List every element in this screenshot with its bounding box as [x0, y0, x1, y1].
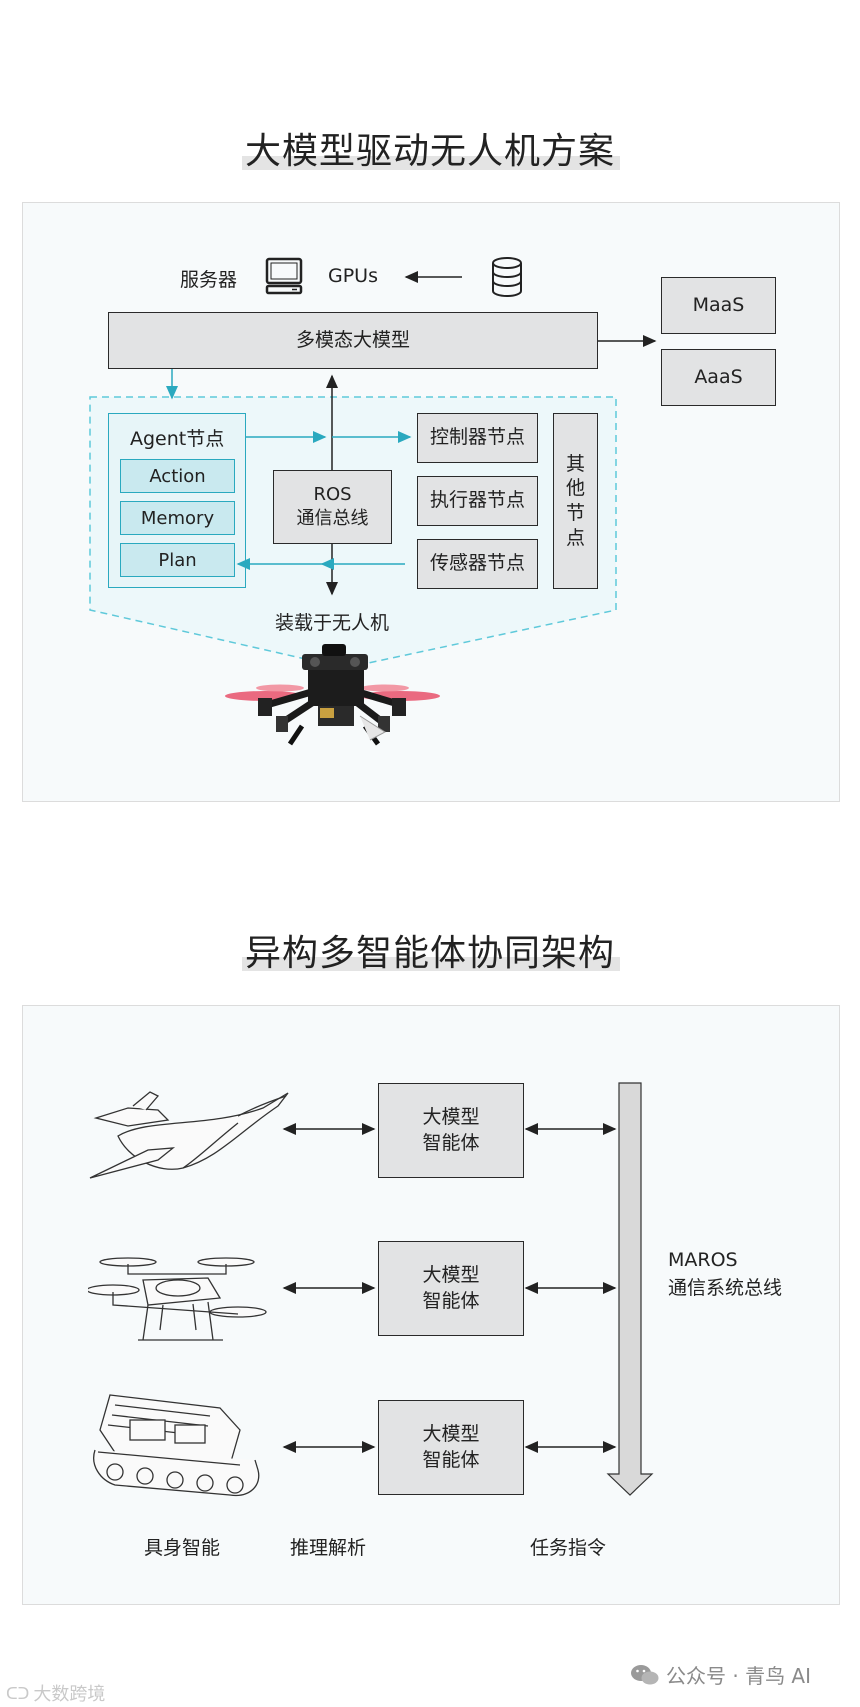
server-label: 服务器 — [180, 269, 238, 291]
watermark-left: ᑕᑐ 大数跨境 — [6, 1680, 105, 1706]
plan-box: Plan — [120, 543, 235, 577]
ros-bus-line-2: 通信总线 — [296, 508, 369, 529]
tracked-robot-icon — [93, 1394, 260, 1497]
sensor-node-box: 传感器节点 — [417, 539, 538, 589]
wechat-icon — [631, 1664, 659, 1684]
title-highlight-2 — [242, 957, 620, 971]
glider-icon — [89, 1091, 289, 1179]
aaas-box: AaaS — [661, 349, 776, 406]
quadcopter-icon — [88, 1257, 267, 1341]
other-nodes-box: 其他节点 — [553, 413, 598, 589]
mounted-label: 装载于无人机 — [275, 612, 390, 634]
llm-agent-box-2: 大模型 智能体 — [378, 1241, 524, 1336]
watermark-right-text: 公众号 · 青鸟 AI — [666, 1664, 812, 1688]
bottom-label-embodied: 具身智能 — [144, 1537, 221, 1559]
diagram-1-arrows — [166, 271, 657, 596]
maros-bus-line-2: 通信系统总线 — [668, 1276, 783, 1299]
gpus-label: GPUs — [328, 265, 378, 287]
agent-2-line-1: 大模型 — [422, 1263, 480, 1286]
agent-2-line-2: 智能体 — [422, 1289, 480, 1312]
agent-1-line-2: 智能体 — [422, 1131, 480, 1154]
maros-bus-line-1: MAROS — [668, 1249, 738, 1271]
action-box: Action — [120, 459, 235, 493]
agent-1-line-1: 大模型 — [422, 1105, 480, 1128]
maros-bus-label: MAROS 通信系统总线 — [668, 1247, 782, 1302]
watermark-left-icon: ᑕᑐ — [6, 1683, 30, 1703]
watermark-left-text: 大数跨境 — [33, 1684, 106, 1705]
multimodal-model-box: 多模态大模型 — [108, 312, 598, 369]
title-highlight-1 — [242, 156, 620, 170]
diagram-2-title: 异构多智能体协同架构 — [244, 933, 615, 974]
database-icon — [492, 257, 522, 297]
agent-3-line-2: 智能体 — [422, 1448, 480, 1471]
agent-3-line-1: 大模型 — [422, 1422, 480, 1445]
memory-box: Memory — [120, 501, 235, 535]
drone-photo — [225, 644, 440, 746]
watermark-right: 公众号 · 青鸟 AI — [630, 1660, 811, 1689]
ros-bus-line-1: ROS — [313, 483, 352, 505]
maas-box: MaaS — [661, 277, 776, 334]
controller-node-box: 控制器节点 — [417, 413, 538, 463]
llm-agent-box-3: 大模型 智能体 — [378, 1400, 524, 1495]
other-nodes-label: 其他节点 — [565, 452, 585, 549]
actuator-node-box: 执行器节点 — [417, 476, 538, 526]
bottom-label-reasoning: 推理解析 — [290, 1537, 367, 1559]
diagram-1-title: 大模型驱动无人机方案 — [244, 131, 615, 172]
bottom-label-task: 任务指令 — [530, 1537, 607, 1559]
monitor-icon — [265, 257, 303, 295]
agent-node-label: Agent节点 — [130, 428, 225, 450]
llm-agent-box-1: 大模型 智能体 — [378, 1083, 524, 1178]
ros-bus-box: ROS 通信总线 — [273, 470, 392, 544]
